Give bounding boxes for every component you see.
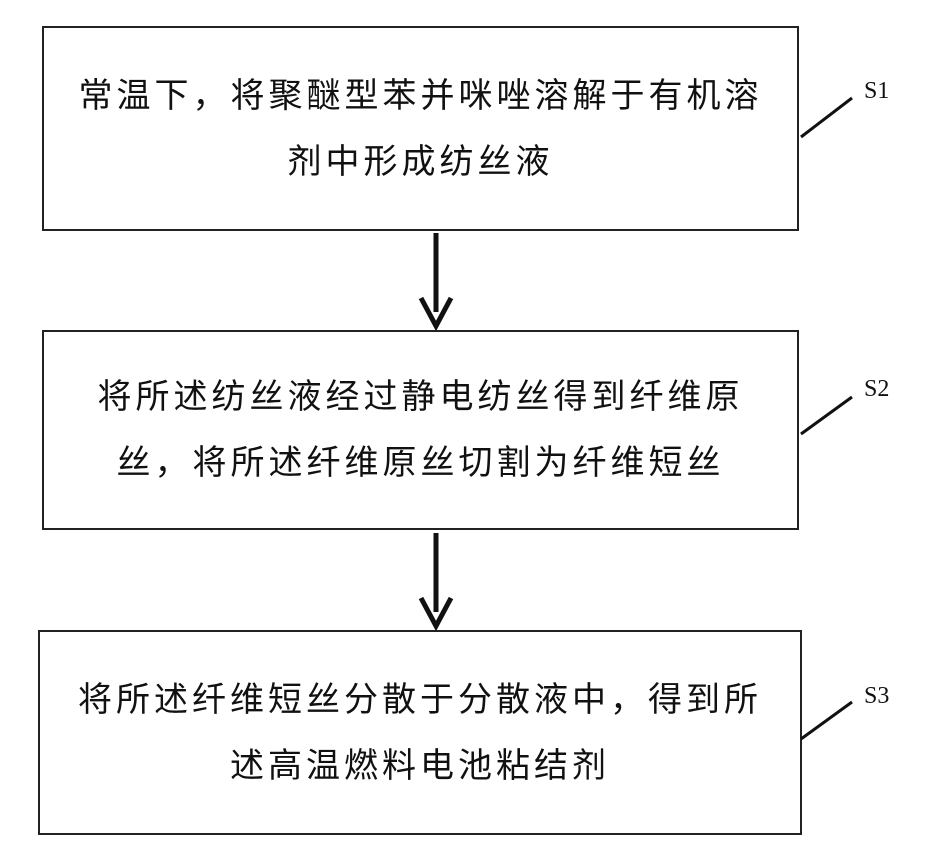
leader-line-s2 — [801, 397, 852, 434]
leader-line-s1 — [801, 98, 852, 137]
leader-line-s3 — [801, 702, 852, 739]
step-label-s3: S3 — [864, 683, 889, 710]
step-label-s1: S1 — [864, 78, 889, 105]
step-label-s2: S2 — [864, 376, 889, 403]
